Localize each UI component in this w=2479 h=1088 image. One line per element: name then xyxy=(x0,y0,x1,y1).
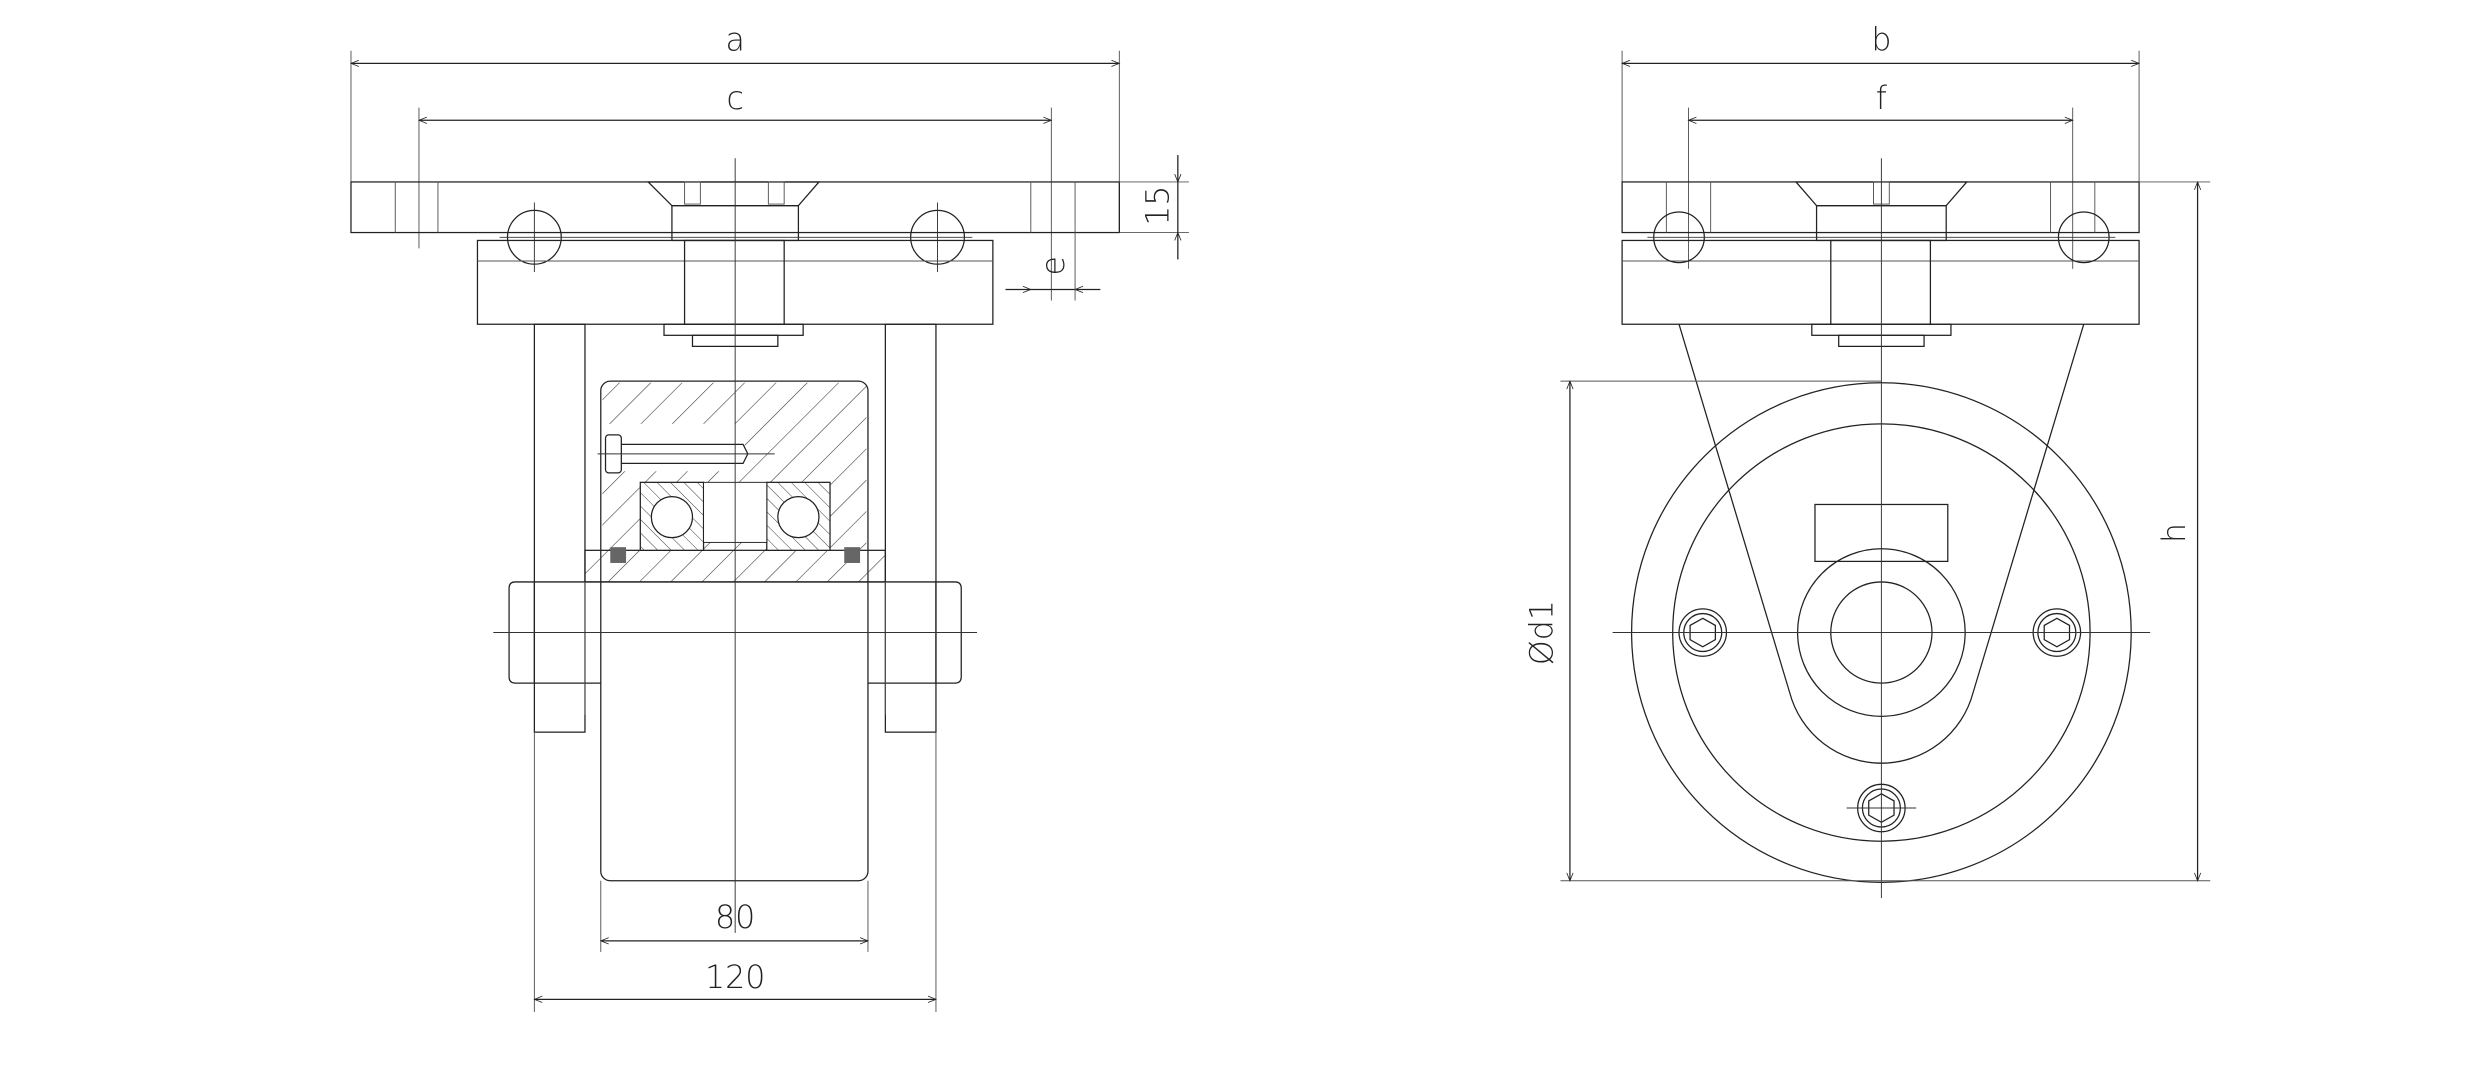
dimension-c: c xyxy=(417,81,1053,301)
front-view: b f xyxy=(1525,23,2211,899)
hex-socket-icon xyxy=(1689,617,1717,648)
label-b: b xyxy=(1871,23,1891,59)
label-15: 15 xyxy=(1140,186,1176,226)
wheel-side xyxy=(600,380,869,882)
label-diameter: Ød1 xyxy=(1525,600,1561,665)
dimension-b: b xyxy=(1621,23,2141,182)
fork-leg-right xyxy=(884,323,937,733)
countersink xyxy=(646,181,821,207)
label-f: f xyxy=(1876,81,1888,117)
label-e: e xyxy=(1036,256,1072,275)
dimension-fork-width: 120 xyxy=(533,732,938,1012)
set-screw xyxy=(844,547,861,563)
label-a: a xyxy=(725,23,744,59)
label-80: 80 xyxy=(715,900,755,936)
side-view: a c e xyxy=(349,23,1189,1012)
hex-socket-icon xyxy=(2043,617,2071,648)
axle-end-right xyxy=(935,581,962,684)
dimension-wheel-width: 80 xyxy=(599,880,870,952)
dimension-thickness: 15 xyxy=(1119,155,1189,260)
set-screw xyxy=(610,547,627,563)
dimension-diameter: Ød1 xyxy=(1525,380,1882,882)
bearing-ball xyxy=(650,495,694,539)
label-120: 120 xyxy=(705,960,765,996)
swivel-plate-front xyxy=(1621,239,2140,325)
label-c: c xyxy=(726,81,743,117)
label-h: h xyxy=(2157,523,2193,543)
axle-end-left xyxy=(508,581,536,684)
dimension-h: h xyxy=(1881,180,2211,882)
dimension-f: f xyxy=(1687,81,2074,269)
fork-leg-left xyxy=(533,323,586,733)
dimension-e: e xyxy=(1005,232,1101,301)
bearing-ball xyxy=(777,495,820,539)
